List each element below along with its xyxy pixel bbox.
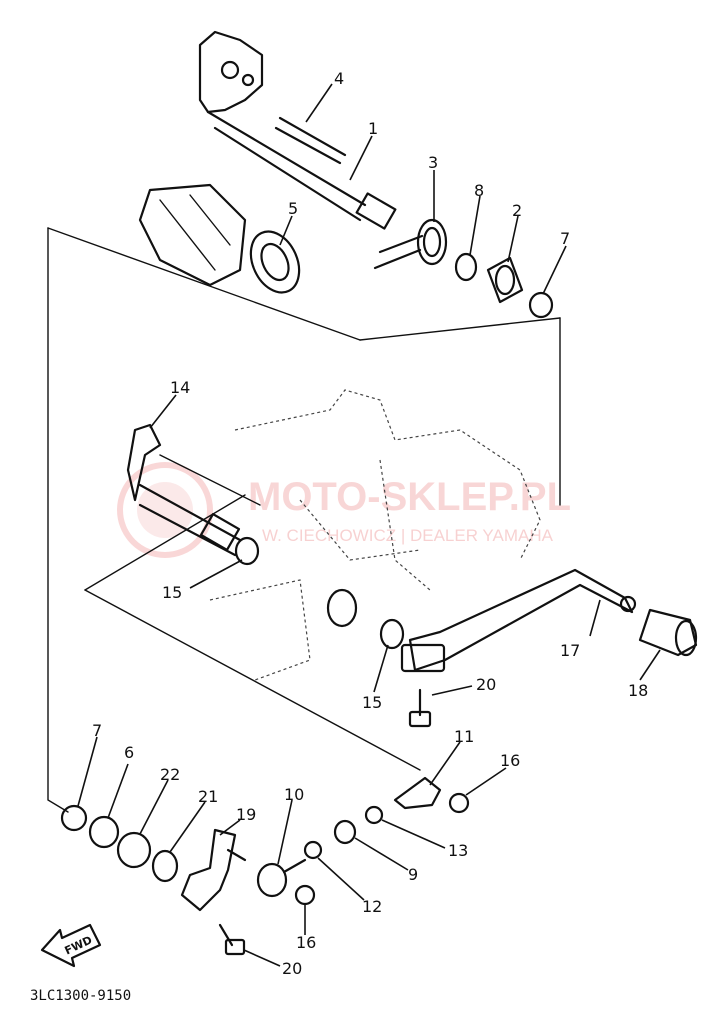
label-21: 21: [198, 787, 218, 806]
diagram-code: 3LC1300-9150: [30, 988, 131, 1004]
label-13: 13: [448, 841, 468, 860]
part-rod-end: [393, 776, 442, 810]
label-3: 3: [428, 153, 438, 172]
part-rod-end-10: [256, 858, 307, 898]
part-bolt-upper: [408, 688, 432, 728]
part-shift-shaft: [198, 30, 397, 230]
part-pedal-rubber: [638, 608, 698, 657]
part-washer-6: [88, 815, 120, 849]
label-5: 5: [288, 199, 298, 218]
label-14: 14: [170, 378, 190, 397]
label-2: 2: [512, 201, 522, 220]
watermark: MOTO-SKLEP.PL W. CIECHOWICZ | DEALER YAM…: [117, 462, 571, 558]
part-nut-lower: [294, 884, 316, 906]
part-washer-15b: [379, 618, 405, 650]
fwd-arrow-icon: FWD: [40, 923, 102, 968]
part-bearing: [249, 230, 301, 294]
label-16a: 16: [500, 751, 520, 770]
label-16b: 16: [296, 933, 316, 952]
watermark-logo-inner-icon: [137, 482, 193, 538]
label-10: 10: [284, 785, 304, 804]
label-9: 9: [408, 865, 418, 884]
label-7a: 7: [560, 229, 570, 248]
part-bush-upper: [528, 291, 554, 319]
part-oil-seal: [326, 588, 358, 628]
callout-labels: 1 2 3 4 5 7 8 14 15 15 17 18 20 11 16 13…: [92, 69, 648, 978]
part-shift-shaft-lower: [126, 423, 242, 557]
label-4: 4: [334, 69, 344, 88]
crankcase-outline: [209, 389, 541, 681]
part-nut-12: [303, 840, 323, 860]
label-1: 1: [368, 119, 378, 138]
part-washer-15a: [234, 536, 260, 566]
part-washer-22: [116, 831, 152, 869]
label-20b: 20: [282, 959, 302, 978]
label-20a: 20: [476, 675, 496, 694]
part-shift-arm: [180, 828, 247, 912]
label-19: 19: [236, 805, 256, 824]
label-15b: 15: [362, 693, 382, 712]
part-washer: [454, 252, 478, 282]
part-spring: [373, 218, 448, 270]
part-nut-upper: [448, 792, 470, 814]
watermark-logo-icon: [117, 462, 213, 558]
fwd-label: FWD: [63, 933, 95, 957]
label-18: 18: [628, 681, 648, 700]
label-6: 6: [124, 743, 134, 762]
part-nut-13: [364, 805, 384, 825]
assembly-frame: [47, 227, 561, 813]
label-11: 11: [454, 727, 474, 746]
label-22: 22: [160, 765, 180, 784]
part-bush-lower: [60, 804, 88, 832]
label-17: 17: [560, 641, 580, 660]
label-15a: 15: [162, 583, 182, 602]
label-7b: 7: [92, 721, 102, 740]
part-bolt-lower: [218, 923, 246, 956]
watermark-tagline: W. CIECHOWICZ | DEALER YAMAHA: [262, 526, 554, 545]
part-collar-21: [151, 849, 179, 883]
part-collar: [486, 256, 524, 304]
label-8: 8: [474, 181, 484, 200]
label-12: 12: [362, 897, 382, 916]
part-shift-pedal: [400, 568, 637, 673]
part-shift-drum: [138, 183, 247, 287]
watermark-brand: MOTO-SKLEP.PL: [248, 475, 571, 519]
leader-lines: [77, 83, 661, 967]
part-collar-9: [333, 819, 357, 845]
